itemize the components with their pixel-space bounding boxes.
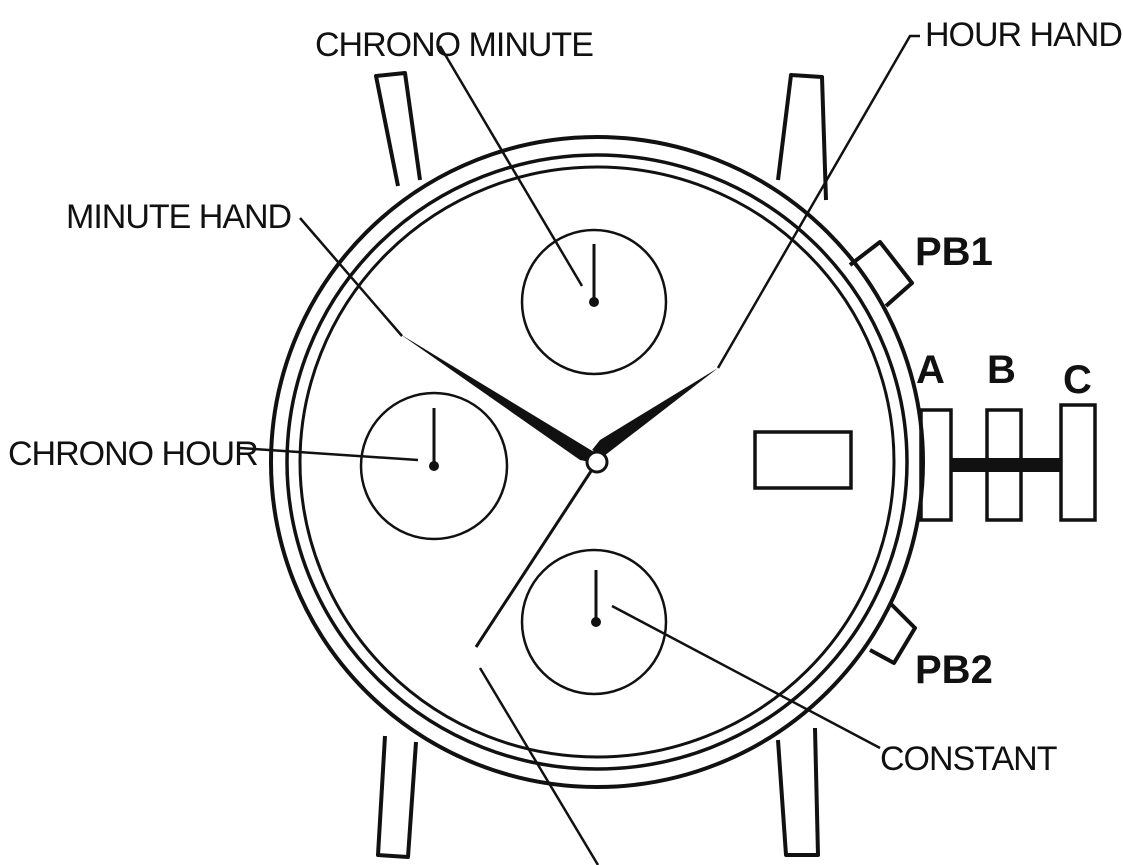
label-chrono-hour: CHRONO HOUR (8, 435, 258, 473)
case-bezel-ring (285, 153, 909, 771)
lug-bottom-right (776, 727, 820, 857)
leader-hour-hand (716, 34, 920, 369)
subdial-constant (520, 548, 668, 696)
leader-seconds (478, 667, 600, 865)
case-outer-ring (269, 135, 925, 789)
crown-stem (951, 458, 1061, 472)
main-hands (400, 334, 718, 648)
crown-position-c (1059, 403, 1097, 522)
subdials (359, 228, 668, 696)
leader-chrono-minute (438, 45, 584, 287)
center-pivot (585, 450, 609, 474)
label-crown-b: B (987, 348, 1016, 392)
subdial-hands (429, 244, 601, 627)
crown-position-a (919, 408, 953, 522)
hour-hand (592, 368, 718, 456)
label-pb1: PB1 (915, 230, 993, 274)
subdial-chrono-minute (520, 228, 668, 376)
leader-chrono-hour (239, 446, 419, 462)
label-hour-hand: HOUR HAND (925, 16, 1122, 54)
leader-constant (611, 604, 881, 750)
pusher-pb2 (869, 602, 917, 665)
label-minute-hand: MINUTE HAND (66, 198, 291, 236)
dial-edge (298, 165, 896, 759)
pusher-pb1 (848, 240, 914, 308)
label-chrono-minute: CHRONO MINUTE (315, 26, 593, 64)
leader-minute-hand (299, 217, 403, 337)
label-crown-c: C (1063, 358, 1092, 402)
lug-bottom-left (376, 735, 418, 859)
watch-case (269, 135, 925, 789)
minute-hand (400, 334, 600, 464)
crown (919, 403, 1097, 522)
lug-top-left (374, 71, 422, 187)
chrono-minute-pivot (589, 297, 599, 307)
label-constant: CONSTANT (880, 740, 1057, 778)
label-crown-a: A (916, 348, 945, 392)
lug-top-right (776, 73, 828, 201)
constant-pivot (591, 617, 601, 627)
pushers (848, 240, 917, 665)
subdial-chrono-hour (359, 391, 509, 541)
label-pb2: PB2 (915, 648, 993, 692)
second-hand (474, 461, 599, 648)
leader-lines (239, 34, 920, 865)
lugs (374, 71, 828, 859)
chrono-hour-pivot (429, 461, 439, 471)
date-window (753, 430, 853, 490)
